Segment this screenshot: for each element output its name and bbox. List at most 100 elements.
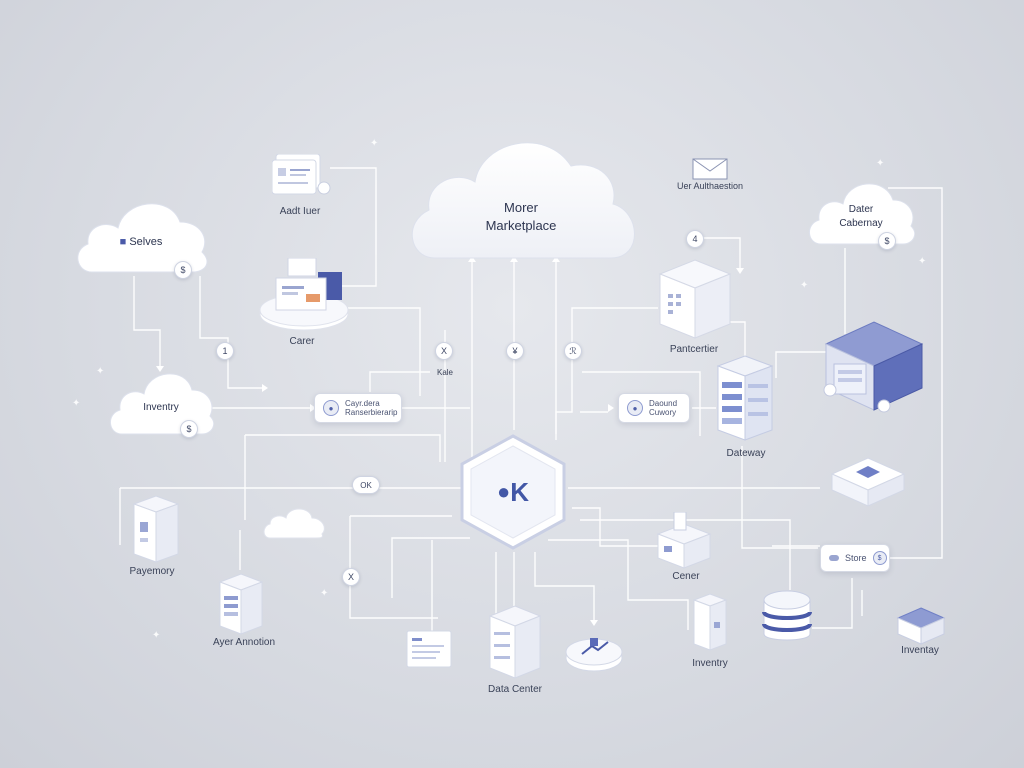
document-icon — [406, 630, 452, 668]
selves-label-row: ■ Selves — [74, 236, 208, 248]
selves-label: Selves — [129, 236, 163, 248]
sparkle-icon: ✦ — [876, 158, 885, 169]
sparkle-icon: ✦ — [370, 138, 379, 149]
sparkle-icon: ✦ — [800, 280, 809, 291]
warehouse-icon — [823, 321, 924, 413]
server-icon — [692, 593, 728, 651]
server-stack-icon — [716, 355, 774, 441]
ayer-annotion-label: Ayer Annotion — [212, 637, 276, 648]
cener-node[interactable] — [656, 511, 712, 570]
inventry-label: Inventry — [143, 402, 179, 413]
store-label: Store — [845, 552, 867, 563]
user-icon: ● — [496, 479, 511, 504]
inventry-cloud[interactable]: Inventry — [108, 366, 215, 436]
dateway-node[interactable] — [714, 354, 776, 444]
server-icon — [132, 495, 180, 563]
auditor-node[interactable] — [271, 153, 332, 198]
cloud-shape — [809, 183, 916, 245]
store-pill[interactable]: Store $ — [820, 544, 890, 572]
sparkle-icon: ✦ — [152, 630, 161, 641]
dateway-label: Dateway — [726, 448, 766, 459]
toggle-icon — [829, 555, 839, 561]
envelope-icon[interactable] — [692, 158, 728, 182]
sparkle-icon: ✦ — [96, 366, 105, 377]
router-icon — [830, 457, 906, 507]
link-icon: ● — [627, 400, 643, 416]
inventry-server-node[interactable] — [692, 592, 728, 652]
laptop-icon — [259, 257, 349, 331]
dollar-icon: $ — [872, 551, 887, 565]
pantcertier-label: Pantcertier — [669, 344, 719, 355]
gateway-cloud[interactable]: Dater Cabernay — [807, 174, 916, 246]
left-pill-line2: Ranserbierarip — [345, 408, 398, 417]
connector-badge: 4 — [686, 230, 704, 248]
user-icon: ■ — [119, 236, 127, 248]
auditer-label: Aadt Iuer — [279, 206, 321, 217]
inventay-label: Inventay — [901, 645, 939, 656]
marketplace-title-line1: Morer — [504, 200, 538, 215]
server-rack-icon — [488, 605, 542, 679]
connector-badge: ¥ — [506, 342, 524, 360]
carer-node[interactable] — [258, 257, 350, 334]
kale-label: Kale — [436, 368, 454, 377]
cener-label: Cener — [672, 571, 700, 582]
cloud-shape — [77, 203, 208, 273]
disc-node[interactable] — [564, 628, 624, 674]
hub-node[interactable]: ●K — [458, 432, 568, 552]
link-icon: ● — [323, 400, 339, 416]
cloud-shape — [411, 142, 635, 259]
small-cloud — [262, 506, 328, 540]
left-pill-line1: Cayr.dera — [345, 399, 380, 408]
hub-label-row: ●K — [458, 432, 568, 552]
gateway-line2: Cabernay — [839, 218, 883, 229]
right-pill-line1: Daound — [649, 399, 678, 408]
marketplace-title-line2: Marketplace — [485, 218, 557, 233]
inventory-box-node[interactable] — [896, 606, 946, 646]
cloud-shape — [263, 508, 325, 539]
document-icon — [271, 153, 331, 195]
carer-label: Carer — [289, 336, 315, 347]
hexagon-shape — [460, 434, 566, 550]
storage-box-icon — [896, 607, 946, 645]
marketplace-cloud[interactable]: Morer Marketplace — [405, 130, 637, 262]
connector-badge: ℛ — [564, 342, 582, 360]
connector-badge: 1 — [216, 342, 234, 360]
hub-label: K — [510, 476, 530, 507]
router-node[interactable] — [830, 456, 906, 510]
cloud-shape — [110, 373, 215, 435]
right-pill-line2: Cuwory — [649, 408, 677, 417]
sparkle-icon: ✦ — [918, 256, 927, 267]
server-icon — [218, 573, 264, 635]
server-box-icon — [656, 511, 712, 569]
disc-icon — [565, 638, 623, 672]
document-panel-node[interactable] — [406, 630, 454, 670]
data-center-label: Data Center — [488, 684, 542, 695]
user-auth-label: Uer Aulthaestion — [676, 181, 744, 191]
database-icon — [762, 590, 812, 641]
warehouse-node[interactable] — [822, 318, 926, 414]
pantcertier-node[interactable] — [656, 258, 734, 340]
envelope-shape — [692, 158, 728, 180]
dollar-badge-icon: $ — [878, 232, 896, 250]
inventry-server-label: Inventry — [692, 658, 728, 669]
sparkle-icon: ✦ — [320, 588, 329, 599]
server-cube-icon — [658, 259, 732, 339]
ok-badge: OK — [352, 476, 380, 494]
payemory-node[interactable] — [132, 494, 180, 564]
dollar-badge-icon: $ — [174, 261, 192, 279]
data-center-node[interactable] — [488, 604, 542, 680]
ayer-annotion-node[interactable] — [218, 572, 264, 636]
payemory-label: Payemory — [129, 566, 175, 577]
connector-badge: X — [342, 568, 360, 586]
selves-cloud[interactable]: ■ Selves — [74, 192, 208, 274]
dollar-badge-icon: $ — [180, 420, 198, 438]
gateway-line1: Dater — [848, 204, 874, 215]
connector-badge: X — [435, 342, 453, 360]
database-node[interactable] — [762, 588, 812, 644]
sparkle-icon: ✦ — [72, 398, 81, 409]
